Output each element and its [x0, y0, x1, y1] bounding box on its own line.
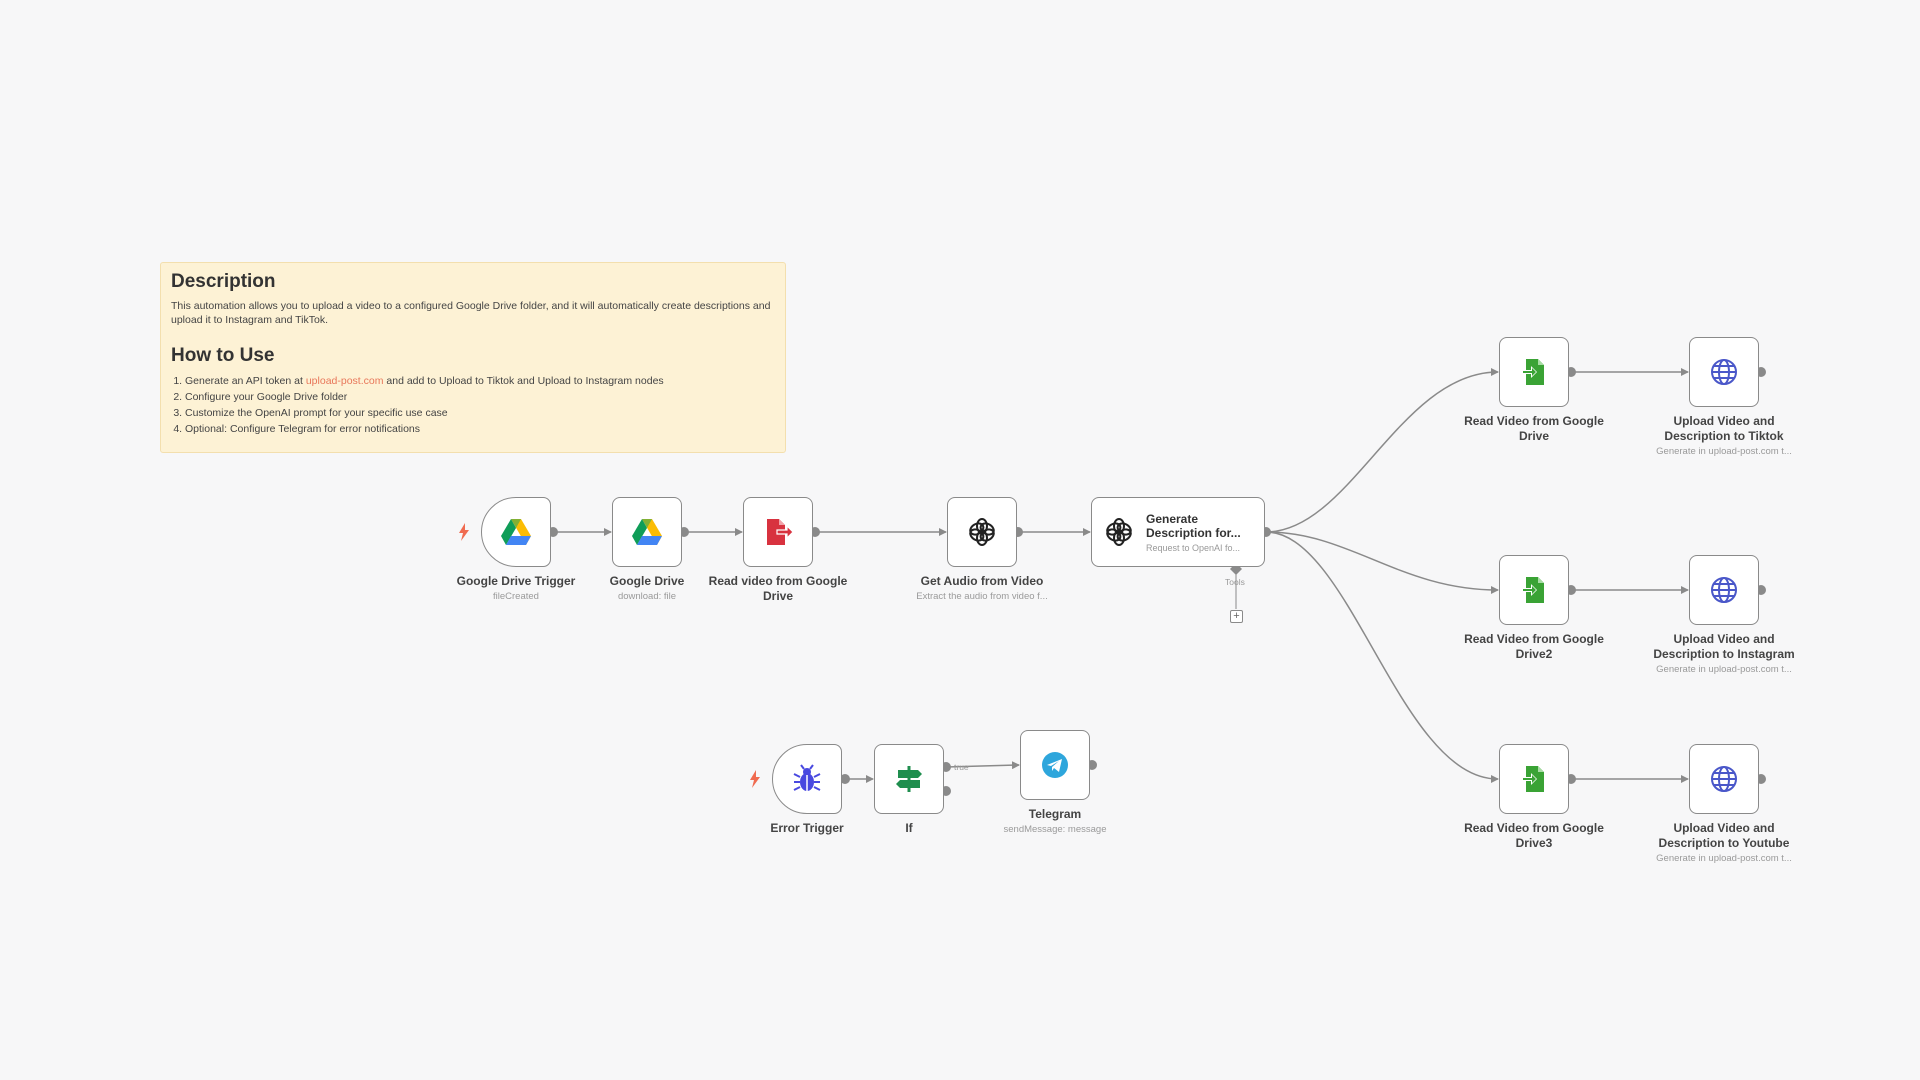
- node-read-gd1[interactable]: [1499, 337, 1569, 407]
- step-4: Optional: Configure Telegram for error n…: [185, 421, 775, 437]
- node-upload-youtube[interactable]: [1689, 744, 1759, 814]
- google-drive-icon: [501, 517, 531, 547]
- google-drive-icon: [632, 517, 662, 547]
- tools-label: Tools: [1225, 577, 1245, 587]
- node-text: Generate Description for... Request to O…: [1146, 512, 1246, 553]
- node-label: Read video from Google Drive: [708, 574, 848, 603]
- description-text: This automation allows you to upload a v…: [171, 300, 771, 326]
- node-label: If: [905, 821, 913, 835]
- file-import-icon: [1519, 357, 1549, 387]
- node-label: Upload Video and Description to Youtube: [1658, 821, 1790, 850]
- node-read-video[interactable]: [743, 497, 813, 567]
- edge-generate-to-read2: [1265, 531, 1499, 594]
- bug-icon: [792, 764, 822, 794]
- globe-icon: [1709, 764, 1739, 794]
- node-title: Generate Description for...: [1146, 511, 1241, 540]
- node-upload-instagram[interactable]: [1689, 555, 1759, 625]
- node-sublabel: sendMessage: message: [1003, 824, 1107, 835]
- node-upload-tiktok[interactable]: [1689, 337, 1759, 407]
- node-get-audio[interactable]: [947, 497, 1017, 567]
- file-export-icon: [763, 517, 793, 547]
- trigger-bolt-icon: [750, 770, 760, 788]
- openai-icon: [1104, 517, 1134, 547]
- node-label: Read Video from Google Drive3: [1464, 821, 1604, 850]
- node-sublabel: Extract the audio from video f...: [916, 591, 1048, 602]
- signpost-icon: [894, 764, 924, 794]
- upload-post-link[interactable]: upload-post.com: [305, 375, 384, 387]
- file-import-icon: [1519, 575, 1549, 605]
- node-label: Upload Video and Description to Instagra…: [1653, 632, 1795, 661]
- openai-icon: [967, 517, 997, 547]
- telegram-icon: [1040, 750, 1070, 780]
- edge-label-true: true: [954, 762, 969, 772]
- node-sublabel: Generate in upload-post.com t...: [1656, 853, 1792, 864]
- sticky-note[interactable]: Description This automation allows you t…: [160, 262, 786, 453]
- step-3: Customize the OpenAI prompt for your spe…: [185, 405, 775, 421]
- node-subtitle: Request to OpenAI fo...: [1146, 542, 1241, 553]
- step-2: Configure your Google Drive folder: [185, 389, 775, 405]
- node-label: Google Drive: [609, 574, 685, 588]
- node-sublabel: Generate in upload-post.com t...: [1656, 664, 1792, 675]
- node-label: Error Trigger: [770, 821, 844, 835]
- step-1: Generate an API token at upload-post.com…: [185, 373, 775, 389]
- node-generate-description[interactable]: Generate Description for... Request to O…: [1091, 497, 1265, 567]
- node-sublabel: Generate in upload-post.com t...: [1656, 446, 1792, 457]
- node-sublabel: fileCreated: [493, 591, 539, 602]
- node-label: Upload Video and Description to Tiktok: [1664, 414, 1784, 443]
- file-import-icon: [1519, 764, 1549, 794]
- globe-icon: [1709, 357, 1739, 387]
- node-read-gd2[interactable]: [1499, 555, 1569, 625]
- add-tool-button[interactable]: +: [1230, 610, 1243, 623]
- globe-icon: [1709, 575, 1739, 605]
- node-error-trigger[interactable]: [772, 744, 842, 814]
- node-label: Google Drive Trigger: [456, 574, 576, 588]
- node-google-drive-trigger[interactable]: [481, 497, 551, 567]
- node-if[interactable]: [874, 744, 944, 814]
- node-label: Read Video from Google Drive2: [1464, 632, 1604, 661]
- node-label: Telegram: [1028, 807, 1082, 821]
- trigger-bolt-icon: [459, 523, 469, 541]
- node-sublabel: download: file: [617, 591, 677, 602]
- how-to-use-heading: How to Use: [171, 345, 275, 366]
- description-heading: Description: [171, 271, 276, 292]
- node-read-gd3[interactable]: [1499, 744, 1569, 814]
- edge-generate-to-read1: [1265, 368, 1499, 533]
- node-telegram[interactable]: [1020, 730, 1090, 800]
- node-label: Read Video from Google Drive: [1464, 414, 1604, 443]
- steps-list: Generate an API token at upload-post.com…: [171, 373, 775, 437]
- node-label: Get Audio from Video: [920, 574, 1044, 588]
- node-google-drive[interactable]: [612, 497, 682, 567]
